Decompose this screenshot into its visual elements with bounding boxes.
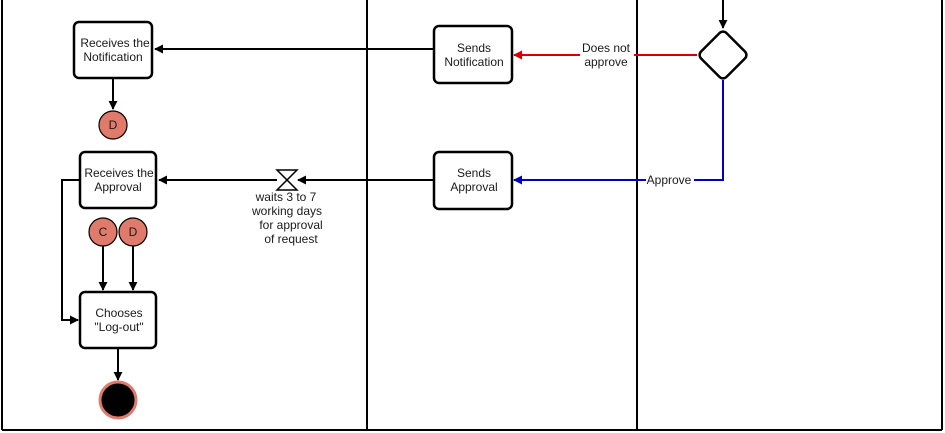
decision-diamond[interactable]	[698, 30, 749, 81]
connector-label: D	[109, 118, 118, 132]
edge-label-approve: Approve	[647, 173, 692, 187]
node-label-line1: Sends	[457, 166, 491, 180]
node-receives-notification[interactable]: Receives the Notification	[72, 20, 154, 80]
timer-label-line1: waits 3 to 7	[255, 190, 317, 204]
timer-label-line3: for approval	[259, 218, 322, 232]
node-label-line1: Sends	[457, 41, 491, 55]
connector-d-top[interactable]: D	[98, 110, 128, 140]
node-label-line1: Receives the	[80, 36, 150, 50]
connector-label: D	[129, 225, 138, 239]
node-label-line2: Approval	[450, 180, 497, 194]
connector-label: C	[99, 225, 108, 239]
connector-d-bottom[interactable]: D	[118, 217, 148, 247]
node-label-line1: Receives the	[84, 166, 154, 180]
connector-c[interactable]: C	[88, 217, 118, 247]
edge-approve-segment	[694, 80, 724, 181]
node-sends-approval[interactable]: Sends Approval	[432, 150, 514, 211]
edge-label-does-not-approve-line2: approve	[584, 55, 628, 69]
edge-approval-to-logout	[61, 179, 80, 325]
node-label-line2: Notification	[83, 50, 142, 64]
node-label-line1: Chooses	[95, 306, 142, 320]
end-node-icon[interactable]	[98, 380, 138, 420]
node-receives-approval[interactable]: Receives the Approval	[78, 150, 158, 210]
node-label-line2: Approval	[94, 180, 141, 194]
edges	[61, 0, 728, 381]
node-label-line2: Notification	[444, 55, 503, 69]
timer-hourglass-icon[interactable]	[275, 169, 299, 191]
timer-label-line2: working days	[251, 204, 322, 218]
node-chooses-logout[interactable]: Chooses "Log-out"	[78, 290, 158, 350]
edge-label-does-not-approve-line1: Does not	[582, 41, 631, 55]
node-sends-notification[interactable]: Sends Notification	[432, 24, 514, 85]
timer-label-line4: of request	[264, 232, 318, 246]
node-label-line2: "Log-out"	[94, 320, 143, 334]
